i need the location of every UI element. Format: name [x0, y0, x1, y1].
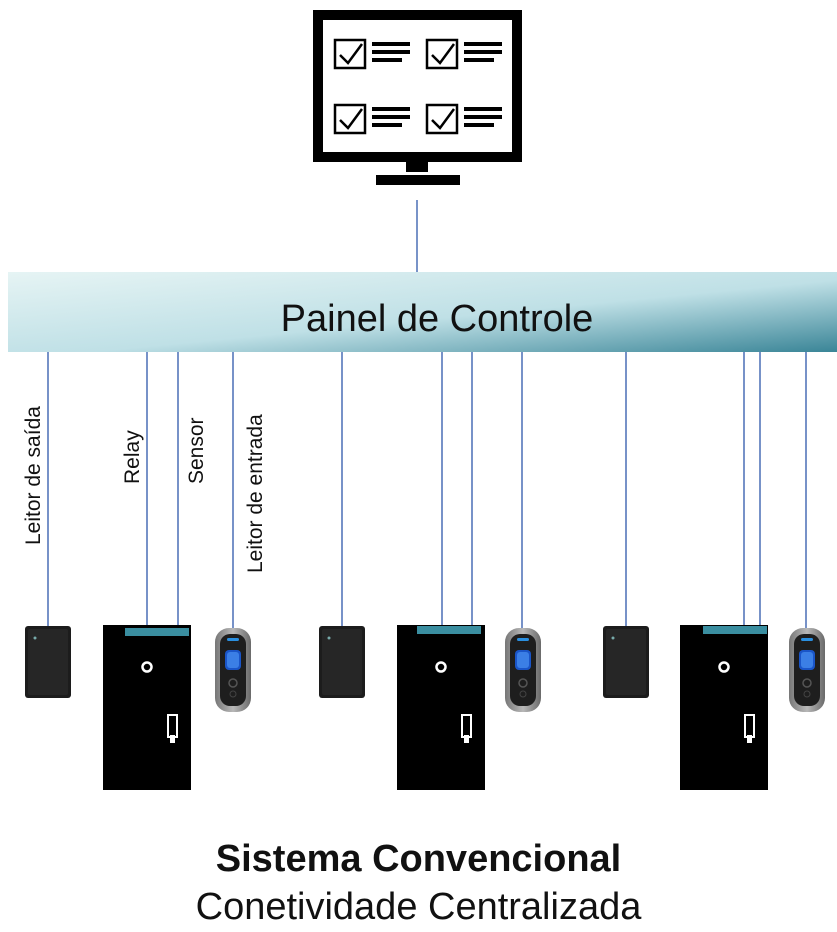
- caption-subtitle: Conetividade Centralizada: [195, 886, 642, 928]
- label-entry-reader: Leitor de entrada: [244, 414, 267, 573]
- card-reader-icon: [25, 626, 71, 698]
- control-panel-label: Painel de Controle: [281, 298, 594, 340]
- label-exit-reader: Leitor de saída: [22, 406, 45, 545]
- label-sensor: Sensor: [185, 417, 208, 484]
- fingerprint-reader-icon: [788, 627, 826, 713]
- door-icon: [395, 623, 487, 792]
- control-panel: Painel de Controle: [8, 272, 837, 352]
- card-reader-icon: [603, 626, 649, 698]
- caption-title: Sistema Convencional: [215, 838, 622, 880]
- fingerprint-reader-icon: [214, 627, 252, 713]
- wires: [47, 352, 807, 630]
- door-icon: [678, 623, 770, 792]
- card-reader-icon: [319, 626, 365, 698]
- door-icon: [101, 623, 193, 792]
- monitor-checklist-icon: [313, 10, 522, 185]
- label-relay: Relay: [121, 430, 144, 484]
- fingerprint-reader-icon: [504, 627, 542, 713]
